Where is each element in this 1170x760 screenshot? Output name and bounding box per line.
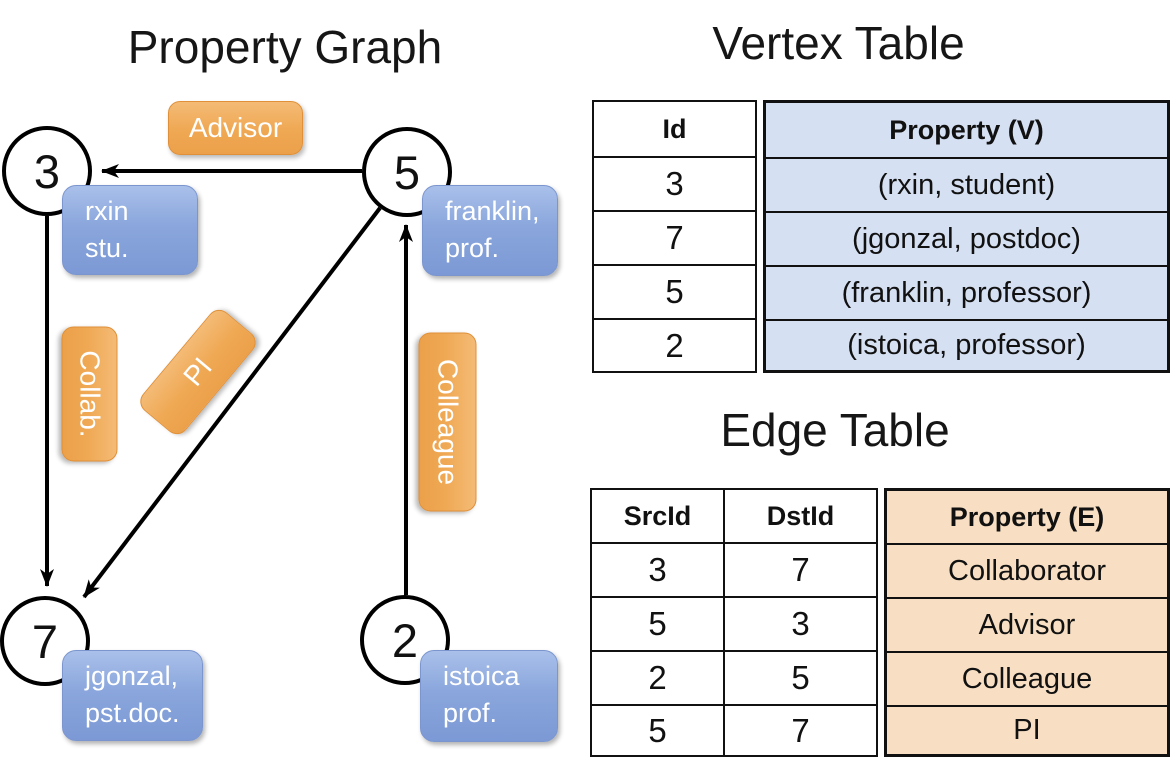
vertex-property-line: prof. — [445, 233, 500, 263]
vertex-table-cell-property: (jgonzal, postdoc) — [766, 213, 1167, 267]
node-id-2: 2 — [391, 613, 419, 667]
edge-table-cell-dst: 3 — [725, 598, 876, 652]
edge-table-cell-dst: 7 — [725, 544, 876, 598]
vertex-property-label-jgonzal: jgonzal, pst.doc. — [62, 650, 203, 741]
vertex-table-cell-id: 5 — [594, 266, 755, 320]
edge-table-property-column: Property (E) Collaborator Advisor Collea… — [884, 488, 1170, 757]
vertex-table-header-property: Property (V) — [766, 103, 1167, 159]
edge-label-colleague: Colleague — [418, 332, 477, 512]
edge-table-cell-dst: 7 — [791, 711, 810, 749]
edge-table-cell-src: 3 — [592, 544, 725, 598]
vertex-table-id-column: Id 3 7 5 2 — [592, 100, 757, 373]
vertex-property-label-franklin: franklin, prof. — [422, 185, 558, 276]
edge-table-title: Edge Table — [720, 404, 950, 456]
edge-table-cell-src: 5 — [592, 706, 725, 755]
vertex-property-line: prof. — [443, 698, 498, 728]
vertex-table-cell-id: 2 — [665, 326, 684, 364]
vertex-property-line: pst.doc. — [85, 698, 180, 728]
node-id-7: 7 — [31, 614, 59, 668]
edge-label-collab: Collab. — [61, 326, 118, 462]
node-circle-3: 3 — [2, 126, 92, 216]
vertex-table-cell-id: 3 — [594, 158, 755, 212]
edge-label-advisor: Advisor — [168, 101, 303, 155]
vertex-table-header-id: Id — [594, 102, 755, 158]
vertex-table-property-column: Property (V) (rxin, student) (jgonzal, p… — [763, 100, 1170, 373]
vertex-property-line: istoica — [443, 661, 520, 691]
vertex-property-label-istoica: istoica prof. — [420, 650, 558, 742]
edge-table-src-dst-columns: SrcId DstId 3 7 5 3 2 5 5 7 — [590, 488, 878, 757]
vertex-property-line: jgonzal, — [85, 661, 179, 691]
vertex-table-cell-id: 7 — [594, 212, 755, 266]
vertex-property-label-rxin: rxin stu. — [62, 185, 198, 275]
vertex-table-cell-property: (rxin, student) — [766, 159, 1167, 213]
vertex-property-line: stu. — [85, 233, 129, 263]
edge-table-cell-property: PI — [1013, 714, 1041, 746]
vertex-table-title: Vertex Table — [712, 17, 965, 69]
vertex-property-line: franklin, — [445, 196, 540, 226]
edge-table-header-dstid: DstId — [725, 490, 876, 544]
vertex-property-line: rxin — [85, 196, 129, 226]
node-id-5: 5 — [393, 145, 421, 199]
edge-table-cell-property: Colleague — [887, 653, 1167, 707]
edge-table-cell-dst: 5 — [725, 652, 876, 706]
vertex-table-cell-property: (franklin, professor) — [766, 267, 1167, 321]
graph-title: Property Graph — [127, 21, 443, 73]
vertex-table-cell-property: (istoica, professor) — [847, 329, 1086, 361]
edge-table-cell-src: 2 — [592, 652, 725, 706]
node-id-3: 3 — [33, 144, 61, 198]
edge-table-cell-property: Advisor — [887, 599, 1167, 653]
edge-table-header-property: Property (E) — [887, 491, 1167, 545]
edge-table-cell-src: 5 — [592, 598, 725, 652]
edge-label-pi: PI — [135, 304, 261, 440]
edge-table-cell-property: Collaborator — [887, 545, 1167, 599]
edge-table-header-srcid: SrcId — [592, 490, 725, 544]
